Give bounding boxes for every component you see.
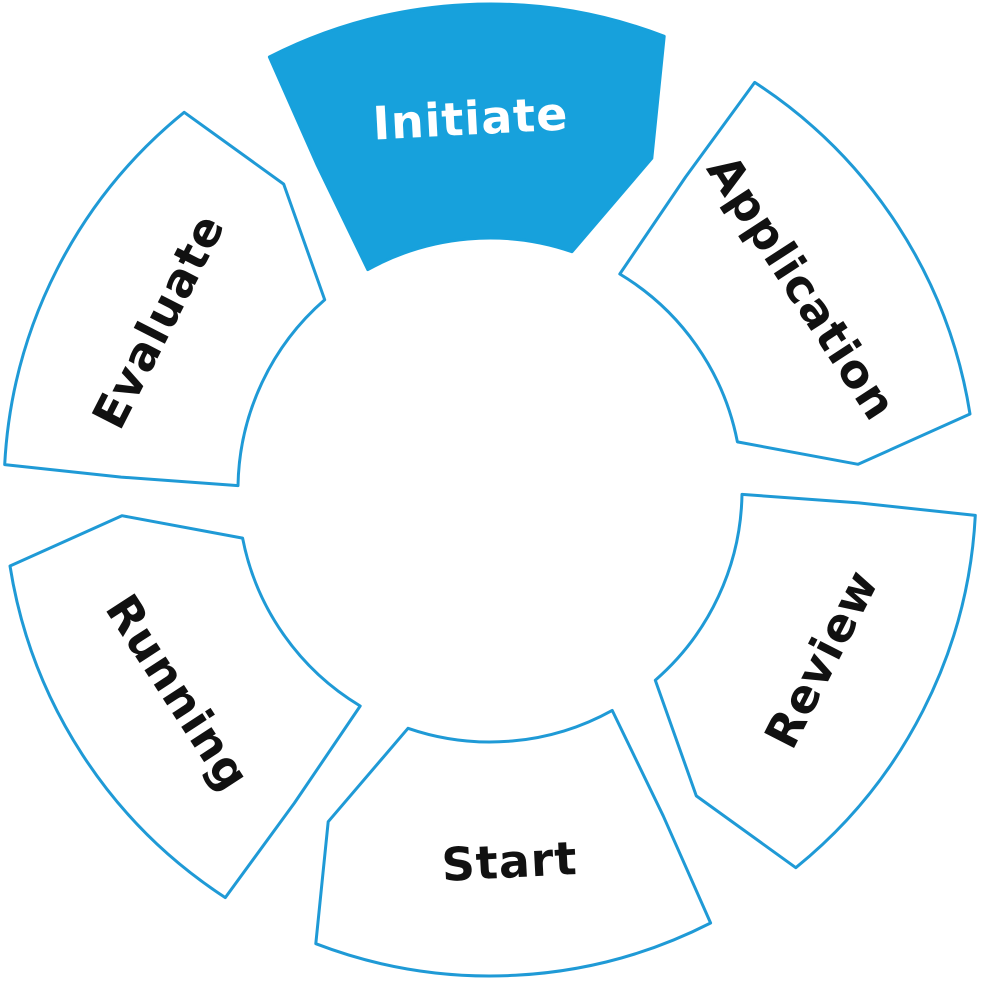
segment-evaluate bbox=[3, 110, 327, 488]
segment-review bbox=[653, 492, 977, 870]
segment-initiate bbox=[267, 2, 666, 272]
segment-application bbox=[618, 80, 972, 466]
segment-running bbox=[8, 514, 362, 900]
label-initiate: Initiate bbox=[371, 86, 569, 150]
segment-start bbox=[314, 708, 713, 978]
label-start: Start bbox=[440, 831, 578, 892]
